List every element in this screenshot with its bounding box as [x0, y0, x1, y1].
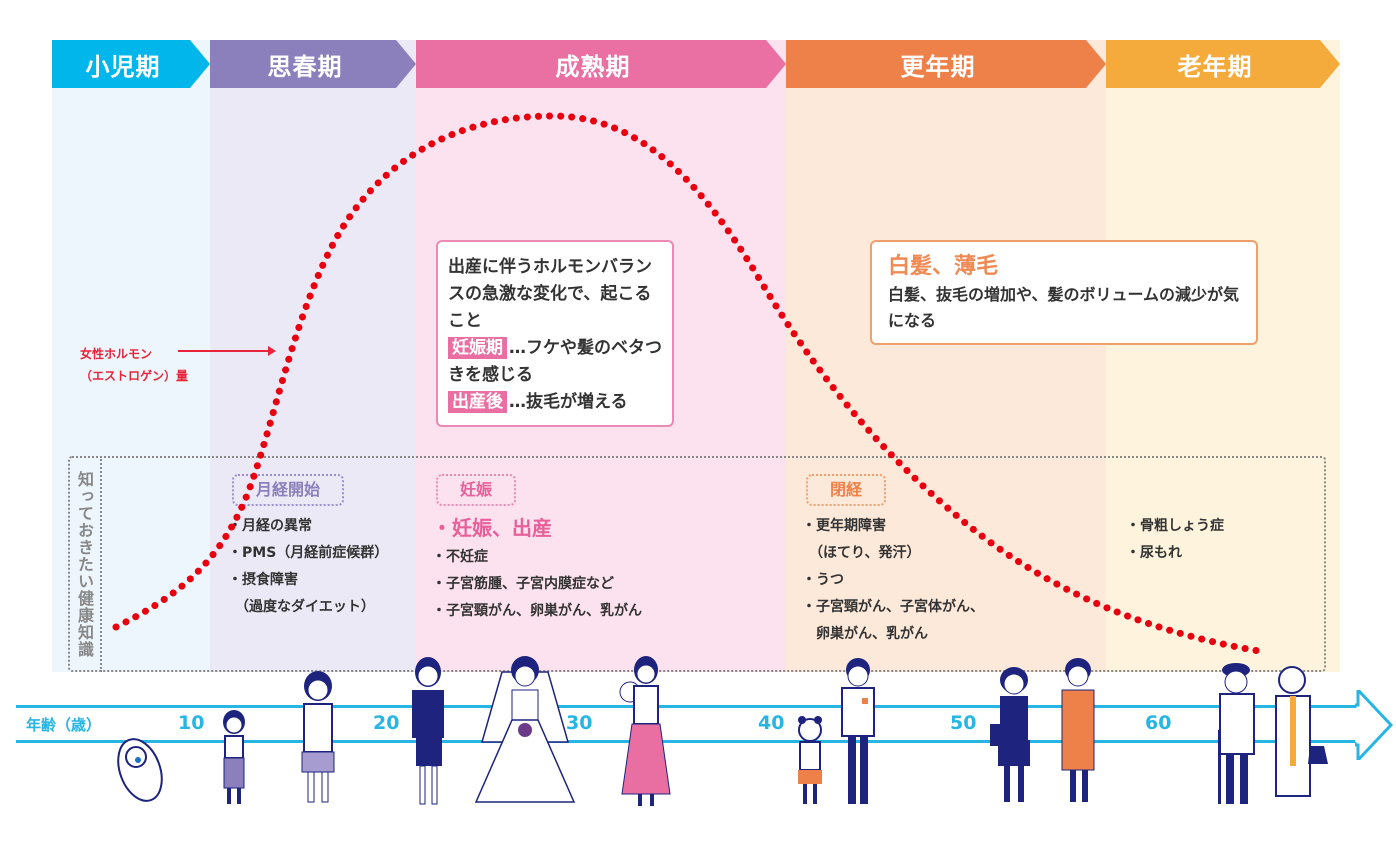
- list-item: ・更年期障害: [802, 518, 886, 534]
- callout-pregnancy-hair: 出産に伴うホルモンバランスの急激な変化で、起こること 妊娠期…フケや髪のベタつき…: [436, 240, 674, 427]
- axis-tick-10: 10: [178, 712, 205, 734]
- list-item: ・うつ: [802, 572, 844, 588]
- schoolgirl-mother-illustration: [990, 658, 1095, 802]
- milestone-pregnancy: 妊娠: [436, 474, 516, 506]
- mother-baby-illustration: [619, 656, 671, 806]
- health-knowledge-box: [68, 456, 1326, 672]
- bride-illustration: [474, 656, 576, 803]
- list-item: （過度なダイエット）: [228, 599, 375, 615]
- baby-illustration: [117, 738, 163, 802]
- tag-pregnancy-period: 妊娠期: [448, 337, 507, 359]
- axis-tick-40: 40: [758, 712, 785, 734]
- axis-title: 年齢（歳）: [26, 716, 102, 734]
- callout-body: 白髪、抜毛の増加や、髪のボリュームの減少が気になる: [888, 285, 1240, 330]
- list-item: 卵巣がん、乳がん: [802, 626, 928, 642]
- list-item: ・不妊症: [432, 549, 488, 565]
- stage-band-menopause: [786, 40, 1106, 672]
- child-with-father-illustration: [798, 658, 875, 804]
- stage-header-puberty: 思春期: [267, 52, 343, 81]
- stage-header-maturity: 成熟期: [555, 52, 631, 81]
- health-knowledge-title: 知っておきたい健康知識: [68, 456, 102, 672]
- stage-header-shapes: [52, 40, 1340, 88]
- callout-item: 出産後…抜毛が増える: [448, 389, 662, 416]
- arrow-icon: [178, 346, 276, 356]
- list-item: ・摂食障害: [228, 572, 298, 588]
- callout-item: 妊娠期…フケや髪のベタつきを感じる: [448, 337, 662, 385]
- callout-intro: 出産に伴うホルモンバランスの急激な変化で、起こること: [448, 257, 652, 331]
- axis-tick-60: 60: [1145, 712, 1172, 734]
- puberty-health-list: ・月経の異常 ・PMS（月経前症候群） ・摂食障害 （過度なダイエット）: [228, 513, 388, 621]
- axis-tick-50: 50: [950, 712, 977, 734]
- hormone-curve: [112, 112, 1269, 656]
- milestone-menarche: 月経開始: [232, 474, 344, 506]
- list-item: ・尿もれ: [1126, 545, 1182, 561]
- stage-band-childhood: [52, 40, 210, 672]
- list-item: ・PMS（月経前症候群）: [228, 545, 389, 561]
- tag-postpartum: 出産後: [448, 391, 507, 413]
- hormone-curve-label: 女性ホルモン （エストロゲン）量: [80, 347, 189, 383]
- axis-arrow-head-icon: [1355, 690, 1394, 760]
- girl-child-illustration: [223, 710, 245, 804]
- axis-tick-20: 20: [373, 712, 400, 734]
- elderly-couple-illustration: [1218, 663, 1328, 804]
- milestone-menopause: 閉経: [806, 474, 886, 506]
- axis-tick-30: 30: [566, 712, 593, 734]
- callout-gray-hair: 白髪、薄毛 白髪、抜毛の増加や、髪のボリュームの減少が気になる: [870, 240, 1258, 345]
- woman-suit-illustration: [412, 657, 444, 805]
- stage-band-senior: [1106, 40, 1340, 672]
- menopause-health-list: ・更年期障害 （ほてり、発汗） ・うつ ・子宮頸がん、子宮体がん、 卵巣がん、乳…: [802, 513, 984, 648]
- list-item-highlight: ・妊娠、出産: [432, 516, 552, 540]
- list-item: ・子宮頸がん、卵巣がん、乳がん: [432, 603, 642, 619]
- list-item: （ほてり、発汗）: [802, 545, 921, 561]
- stage-header-senior: 老年期: [1177, 52, 1253, 81]
- list-item: ・子宮頸がん、子宮体がん、: [802, 599, 984, 615]
- maturity-health-list: ・妊娠、出産 ・不妊症 ・子宮筋腫、子宮内膜症など ・子宮頸がん、卵巣がん、乳が…: [432, 512, 642, 625]
- stage-band-puberty: [210, 40, 416, 672]
- stage-header-childhood: 小児期: [85, 52, 161, 81]
- senior-health-list: ・骨粗しょう症 ・尿もれ: [1126, 513, 1224, 567]
- list-item: ・子宮筋腫、子宮内膜症など: [432, 576, 614, 592]
- list-item: ・骨粗しょう症: [1126, 518, 1224, 534]
- list-item: ・月経の異常: [228, 518, 312, 534]
- stage-header-menopause: 更年期: [900, 52, 976, 81]
- callout-title: 白髪、薄毛: [888, 254, 999, 279]
- teen-girl-illustration: [301, 671, 335, 803]
